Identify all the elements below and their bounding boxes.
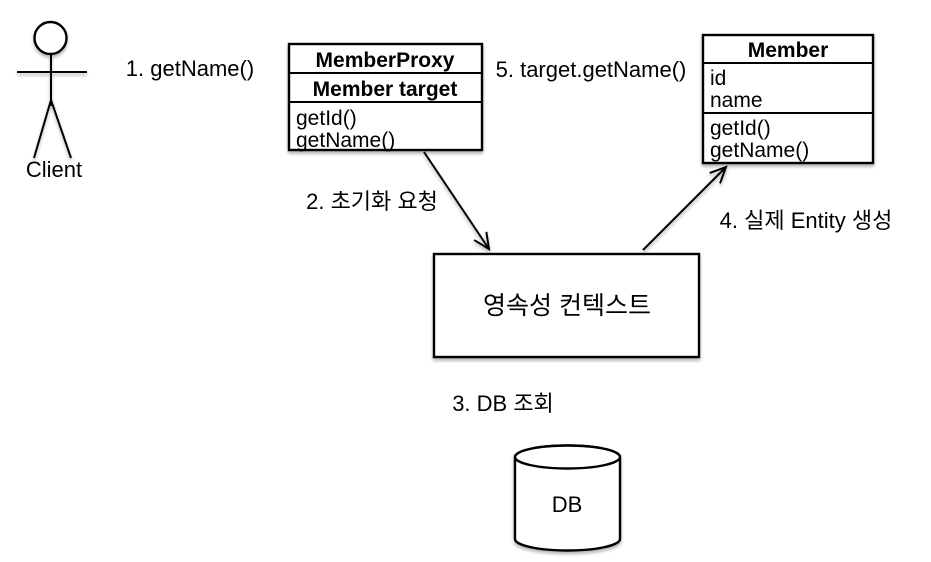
member-title: Member: [748, 39, 829, 62]
member-field-name: name: [710, 89, 763, 112]
member-proxy-field-target: Member target: [313, 78, 458, 101]
step4-arrow: [642, 165, 728, 251]
actor-left-leg: [33, 99, 52, 159]
member-proxy-title: MemberProxy: [316, 49, 455, 72]
step3-label: 3. DB 조회: [452, 391, 554, 416]
member-method-getname: getName(): [710, 139, 809, 162]
database-cylinder-icon: [513, 444, 622, 552]
member-border: [701, 33, 875, 165]
member-proxy-method-getname: getName(): [296, 129, 395, 152]
step5-label: 5. target.getName(): [496, 57, 687, 82]
step2-label: 2. 초기화 요청: [306, 189, 438, 214]
actor-head: [33, 20, 68, 56]
member-proxy-border: [287, 42, 484, 152]
member-field-id: id: [710, 67, 726, 90]
member-class-box: [701, 33, 875, 165]
member-proxy-class-box: [287, 42, 484, 152]
db-cylinder-top: [513, 444, 622, 470]
member-proxy-method-getid: getId(): [296, 107, 357, 130]
actor-right-leg: [50, 99, 72, 159]
actor-label: Client: [26, 157, 82, 182]
step4-label: 4. 실제 Entity 생성: [720, 208, 893, 233]
actor-stick-figure-icon: [17, 20, 87, 159]
step1-label: 1. getName(): [126, 56, 254, 81]
persistence-context-box: [432, 252, 701, 359]
step2-arrow: [423, 151, 491, 251]
persistence-context-label: 영속성 컨텍스트: [483, 292, 651, 320]
database-label: DB: [552, 492, 583, 517]
member-method-getid: getId(): [710, 117, 771, 140]
